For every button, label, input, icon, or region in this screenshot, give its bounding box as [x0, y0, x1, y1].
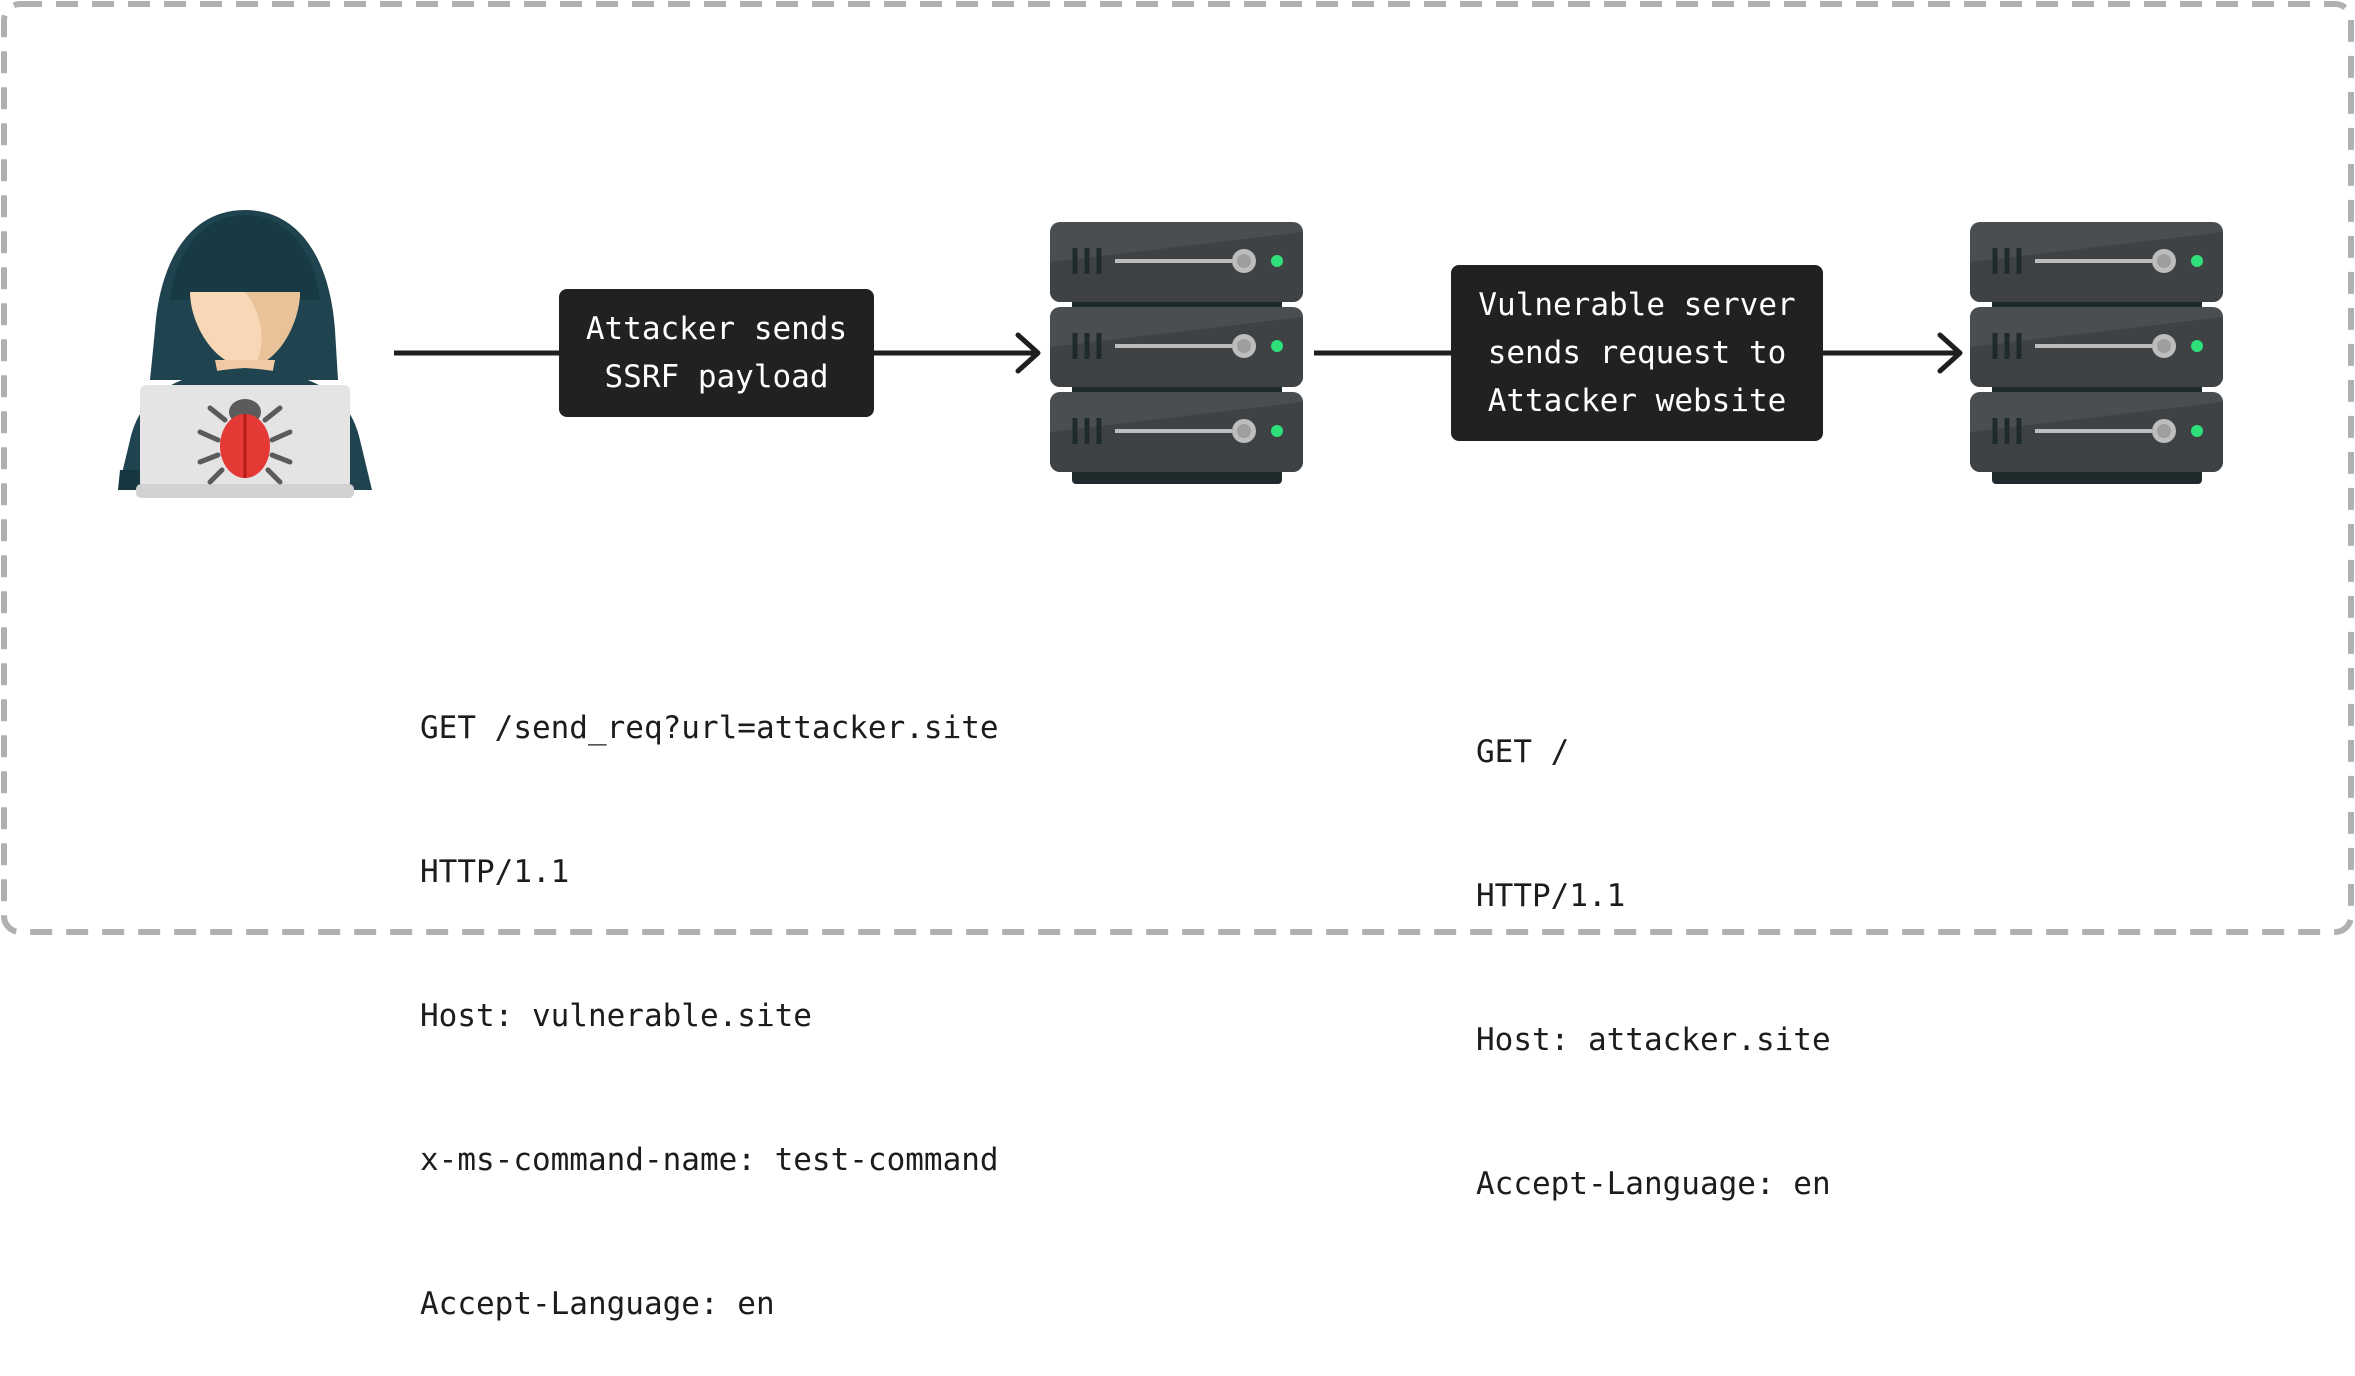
vulnerable-server-icon	[1050, 222, 1303, 484]
code-line: HTTP/1.1	[1476, 878, 1626, 914]
code-line: GET /send_req?url=attacker.site	[420, 710, 999, 746]
code-line: HTTP/1.1	[420, 854, 570, 890]
attacker-site-server-icon	[1970, 222, 2223, 484]
code-line: Host: vulnerable.site	[420, 998, 812, 1034]
forwarded-request-code: GET / HTTP/1.1 Host: attacker.site Accep…	[1476, 632, 1831, 1256]
code-line: Host: attacker.site	[1476, 1022, 1831, 1058]
dashed-border	[1, 1, 2354, 935]
code-line: x-ms-command-name: test-command	[420, 1142, 999, 1178]
attacker-icon	[118, 210, 372, 498]
step1-label-box: Attacker sends SSRF payload	[559, 289, 874, 417]
diagram-canvas	[1, 1, 2354, 935]
step2-label-line: Attacker website	[1487, 383, 1787, 419]
code-line: GET /	[1476, 734, 1570, 770]
step2-label-box: Vulnerable server sends request to Attac…	[1451, 265, 1823, 441]
bug-icon	[197, 399, 293, 485]
step2-label-line: Vulnerable server	[1478, 287, 1796, 323]
step2-label-line: sends request to	[1487, 335, 1787, 371]
code-line: Accept-Language: en	[1476, 1166, 1831, 1202]
code-line: Accept-Language: en	[420, 1286, 775, 1322]
step1-label-line: SSRF payload	[604, 359, 829, 395]
ssrf-request-code: GET /send_req?url=attacker.site HTTP/1.1…	[420, 608, 999, 1376]
step1-label-line: Attacker sends	[585, 311, 848, 347]
